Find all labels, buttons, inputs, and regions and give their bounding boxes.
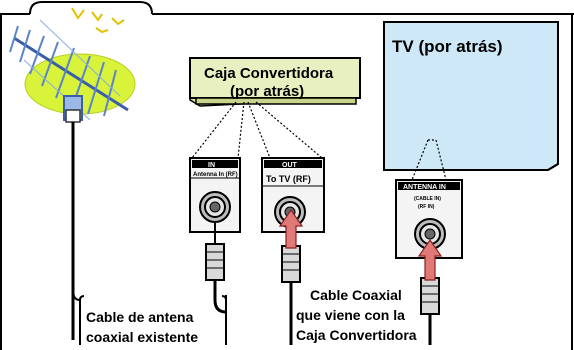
antenna-icon (9, 19, 136, 123)
out-port-label: To TV (RF) (266, 174, 311, 184)
existing-cable-caption-line1: Cable de antena (86, 309, 194, 325)
converter-title: Caja Convertidora (204, 65, 334, 82)
out-coax-plug (281, 245, 301, 283)
converter-subtitle: (por atrás) (230, 83, 304, 100)
in-port-panel (189, 157, 241, 233)
converter-box (189, 57, 361, 107)
coax-caption-line1: Cable Coaxial (310, 287, 402, 303)
coax-caption-line2: que viene con la (296, 307, 405, 323)
antenna-in-header: ANTENNA IN (403, 184, 446, 191)
existing-cable-caption-line2: coaxial existente (86, 329, 198, 345)
existing-cable-bracket (72, 289, 81, 301)
tv-coax-plug (420, 277, 440, 315)
out-port-header: OUT (282, 162, 298, 169)
tv-title: TV (por atrás) (392, 37, 503, 56)
out-insert-arrow (278, 208, 304, 249)
coax-caption-line3: Caja Convertidora (296, 327, 417, 343)
tv-insert-arrow (417, 238, 443, 281)
antenna-in-sub2: (RF IN) (418, 204, 435, 210)
signal-sparkles (71, 7, 125, 34)
in-port-label: Antenna In (RF) (193, 172, 238, 178)
in-port-header: IN (208, 162, 215, 169)
converter-leader-lines (191, 101, 323, 159)
antenna-in-sub1: (CABLE IN) (414, 196, 441, 202)
in-coax-plug (205, 222, 227, 314)
tv-back (383, 21, 559, 171)
tv-leader-lines (411, 139, 447, 181)
